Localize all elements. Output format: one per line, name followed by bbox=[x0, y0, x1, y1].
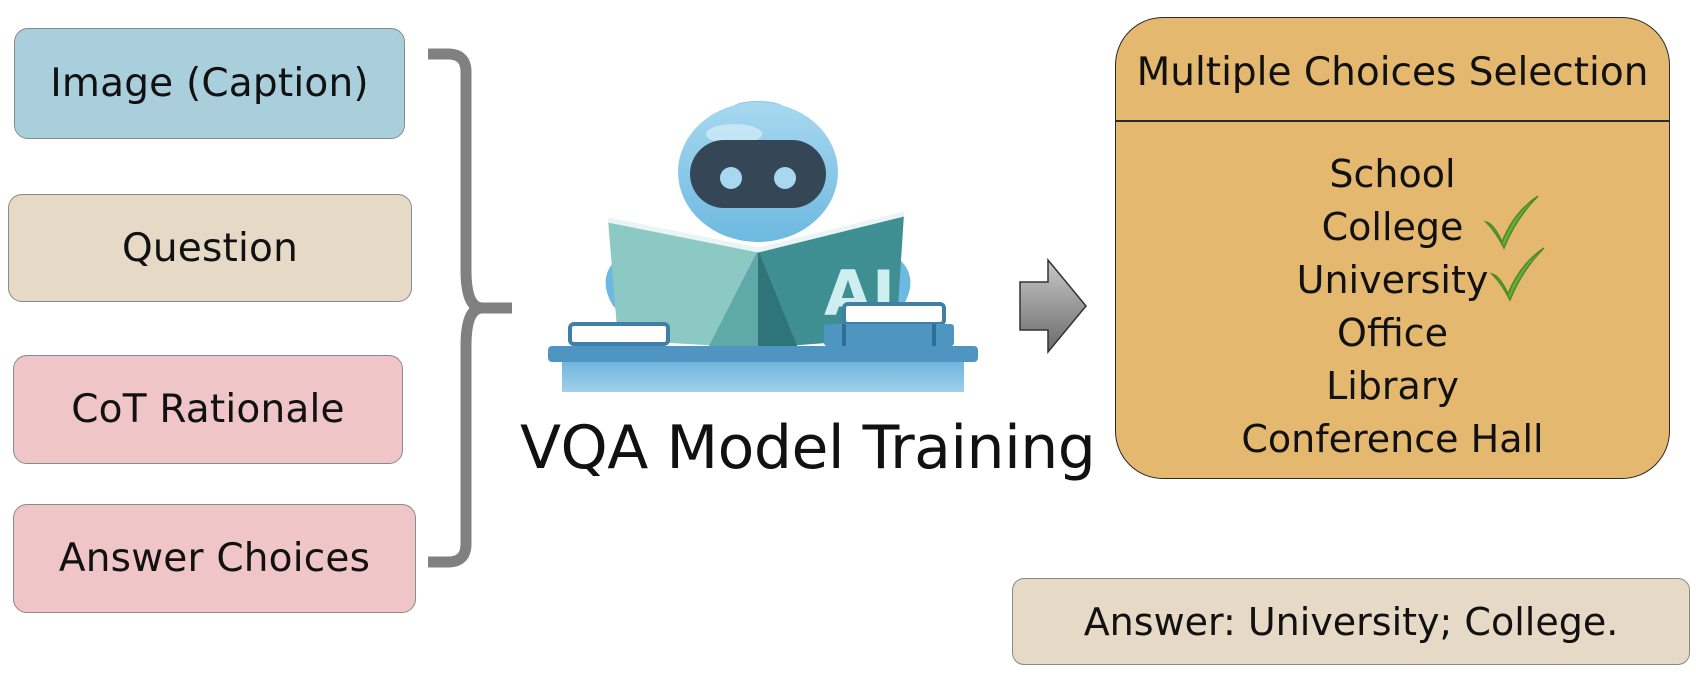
vqa-model-training-title: VQA Model Training bbox=[520, 413, 1096, 483]
question-box: Question bbox=[8, 194, 412, 302]
multiple-choices-header: Multiple Choices Selection bbox=[1116, 18, 1669, 122]
cot-rationale-box: CoT Rationale bbox=[13, 355, 403, 464]
right-arrow-icon bbox=[1019, 258, 1087, 354]
checkmark-icon bbox=[1483, 195, 1539, 250]
choice-library: Library bbox=[1326, 364, 1459, 408]
choice-university: University bbox=[1296, 258, 1489, 302]
answer-choices-label: Answer Choices bbox=[58, 536, 371, 581]
grouping-bracket bbox=[428, 48, 512, 568]
choice-college: College bbox=[1321, 205, 1464, 249]
choice-office: Office bbox=[1337, 311, 1448, 355]
image-caption-box: Image (Caption) bbox=[14, 28, 405, 139]
choices-list: School College University Office Library… bbox=[1116, 122, 1669, 466]
answer-choices-box: Answer Choices bbox=[13, 504, 416, 613]
final-answer-box: Answer: University; College. bbox=[1012, 578, 1690, 665]
final-answer-text: Answer: University; College. bbox=[1083, 599, 1619, 644]
cot-rationale-label: CoT Rationale bbox=[71, 387, 345, 432]
choice-conference-hall: Conference Hall bbox=[1241, 417, 1544, 461]
multiple-choices-panel: Multiple Choices Selection School Colleg… bbox=[1115, 17, 1670, 479]
checkmark-icon bbox=[1489, 247, 1545, 302]
image-caption-label: Image (Caption) bbox=[50, 61, 369, 106]
question-label: Question bbox=[121, 225, 299, 271]
choice-school: School bbox=[1329, 152, 1456, 196]
robot-reading-icon: AI bbox=[548, 101, 978, 392]
